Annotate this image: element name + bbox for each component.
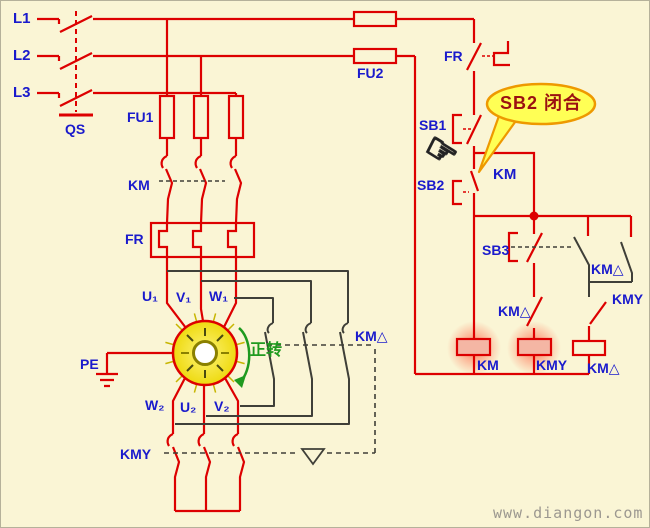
rotation-arrow: [234, 327, 251, 388]
callout-text: SB2 闭合: [499, 93, 583, 113]
callout-bubble: [477, 82, 597, 174]
coil-km-delta: [571, 339, 607, 374]
delta-wire-u1: [167, 270, 349, 323]
sb3-no-contact: [573, 216, 633, 297]
label-coil-km: KM: [477, 357, 499, 373]
label-km-delta-nc: KM△: [498, 303, 531, 319]
fu2-fuses: [352, 10, 398, 65]
delta-wire-u2: [206, 331, 313, 417]
label-v1: V₁: [176, 289, 192, 305]
label-coil-km-delta: KM△: [587, 360, 620, 376]
pe-ground: [96, 351, 173, 388]
label-sb1: SB1: [419, 117, 447, 133]
km-delta-contacts: [167, 270, 375, 425]
km-delta-nc-contact: [526, 263, 543, 339]
fr-nc-contact: [466, 41, 510, 115]
coil-km: [455, 216, 492, 374]
label-kmy-nc: KMY: [612, 291, 644, 307]
sb1-button[interactable]: [451, 113, 482, 153]
label-v2: V₂: [214, 398, 230, 414]
label-l2: L2: [13, 47, 31, 64]
label-fu2: FU2: [357, 65, 384, 81]
km-delta-selfhold: [573, 236, 633, 297]
label-l3: L3: [13, 84, 31, 101]
kmy-star-contacts: [166, 377, 246, 513]
sb2-button[interactable]: [451, 153, 480, 216]
kmy-nc-contact: [587, 301, 607, 341]
label-l1: L1: [13, 10, 31, 27]
km-main-contacts: [159, 154, 243, 224]
label-w1: W₁: [209, 288, 229, 304]
delta-wire-w1: [234, 297, 274, 323]
label-fr-ctrl: FR: [444, 48, 463, 64]
motor: [165, 313, 245, 393]
delta-wire-v2: [240, 331, 275, 407]
label-sb2: SB2: [417, 177, 445, 193]
label-sb3: SB3: [482, 242, 510, 258]
label-pe: PE: [80, 356, 99, 372]
label-u2: U₂: [180, 399, 197, 415]
kmy-linkage: [164, 345, 376, 466]
label-fu1: FU1: [127, 109, 154, 125]
fu1-fuses: [158, 19, 245, 156]
label-kmy-main: KMY: [120, 446, 152, 462]
label-coil-kmy: KMY: [536, 357, 568, 373]
label-qs: QS: [65, 121, 86, 137]
label-fr-main: FR: [125, 231, 144, 247]
label-rotation: 正转: [250, 342, 283, 359]
label-u1: U₁: [142, 288, 158, 304]
label-km-main: KM: [128, 177, 150, 193]
qs-switch[interactable]: [57, 11, 93, 117]
label-km-delta-latch: KM△: [591, 261, 624, 277]
delta-wire-w2: [175, 331, 350, 425]
coil-kmy: [516, 337, 553, 374]
delta-wire-v1: [201, 280, 312, 323]
fr-thermal-element: [149, 221, 256, 330]
control-junction: [474, 211, 631, 221]
phase-lines: [37, 17, 476, 374]
sb3-button[interactable]: [507, 216, 573, 263]
delta-symbol-icon: [300, 448, 326, 466]
label-km-latch: KM: [493, 166, 517, 183]
label-km-delta-main: KM△: [355, 328, 388, 344]
label-w2: W₂: [145, 397, 165, 413]
watermark: www.diangon.com: [493, 504, 644, 522]
